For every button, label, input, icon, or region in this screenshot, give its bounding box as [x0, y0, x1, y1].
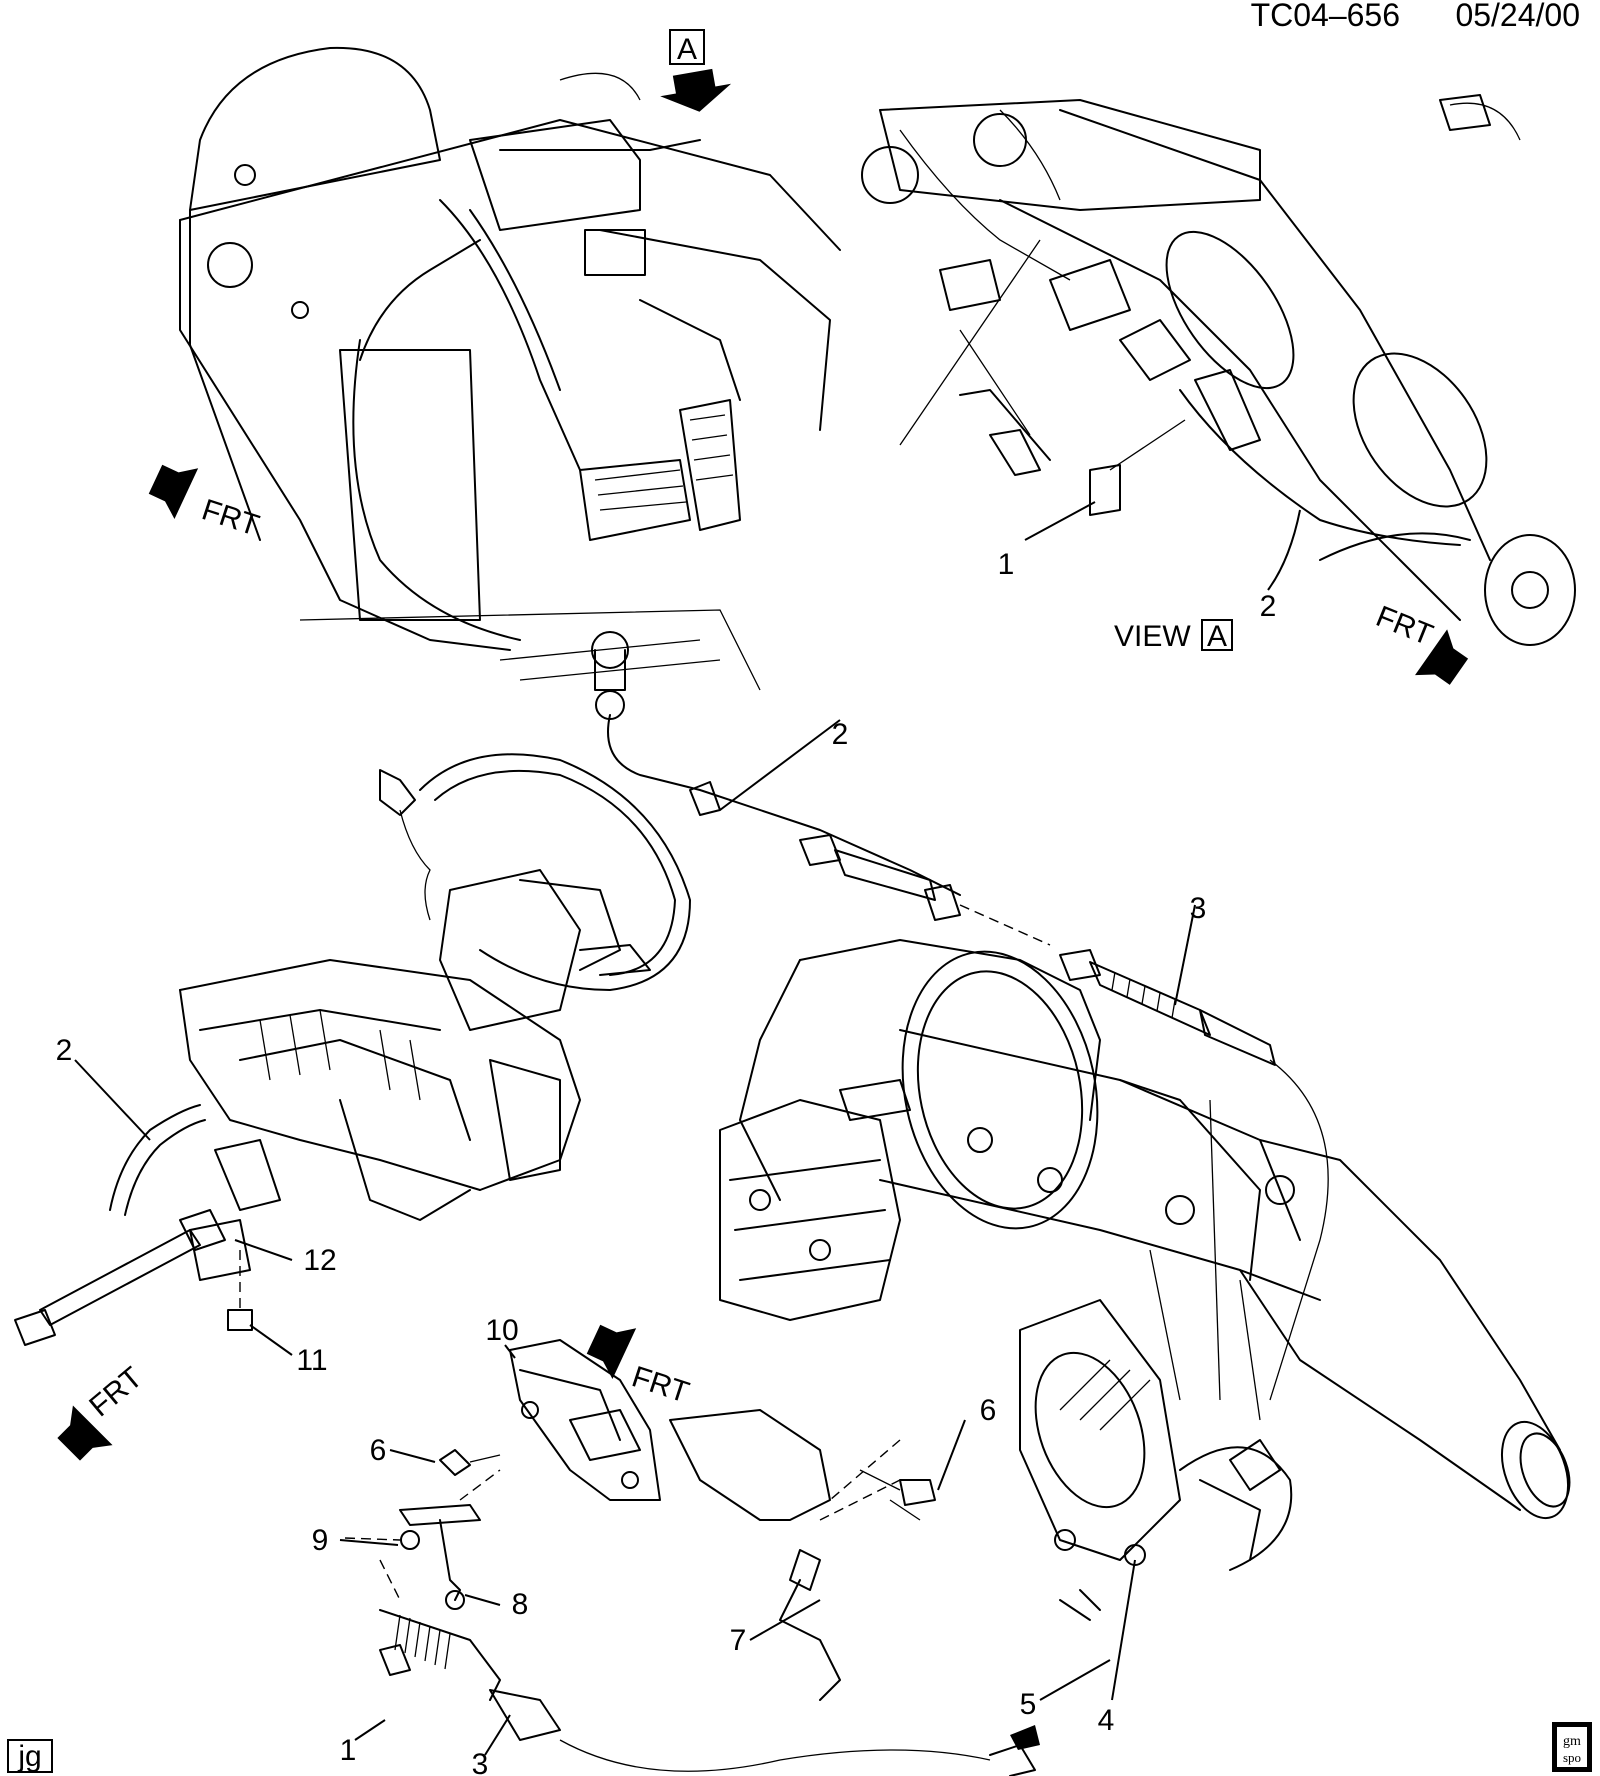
leader-1-bottom	[354, 1719, 386, 1741]
leader-4	[1111, 1559, 1136, 1701]
callout-8: 8	[512, 1588, 529, 1621]
leader-8	[464, 1594, 501, 1606]
leader-3-bottom	[484, 1714, 511, 1756]
callout-5: 5	[1020, 1688, 1037, 1721]
callout-2-mid: 2	[832, 718, 849, 751]
view-a-label: VIEW	[1114, 620, 1191, 653]
view-a-box	[1201, 619, 1233, 651]
frt-label: FRT	[628, 1360, 693, 1409]
leader-11	[249, 1324, 293, 1356]
steering-column-assembly	[14, 753, 691, 1356]
view-a-column-assembly	[861, 94, 1576, 646]
gm-spo-logo-icon: gm spo	[1552, 1722, 1592, 1772]
callout-6-right: 6	[980, 1394, 997, 1427]
leader-2-mid	[719, 719, 841, 811]
callout-11: 11	[296, 1344, 327, 1377]
callout-10: 10	[485, 1314, 518, 1347]
transmission-assembly	[719, 939, 1571, 1571]
artist-initials: jg	[17, 1740, 41, 1773]
leader-9	[339, 1539, 399, 1546]
view-marker-box	[669, 29, 705, 65]
callout-1-bottom: 1	[340, 1734, 357, 1767]
callout-3-bottom: 3	[472, 1748, 489, 1776]
view-a-marker-top: A	[660, 29, 732, 112]
frt-arrow-upper-right: FRT	[1371, 600, 1469, 685]
artist-initials-box: jg	[7, 1739, 53, 1773]
leader-6-right	[937, 1419, 966, 1491]
arrow-frt-icon	[148, 464, 199, 519]
callout-12: 12	[303, 1244, 336, 1277]
callout-2-left: 2	[56, 1034, 73, 1067]
leader-6-left	[389, 1449, 436, 1463]
arrow-frt-icon	[586, 1324, 637, 1379]
view-direction-arrow-icon	[660, 68, 732, 112]
callout-2-top: 2	[1260, 590, 1277, 623]
view-a-caption: VIEW A	[1114, 619, 1233, 653]
leader-2-top	[1267, 509, 1301, 591]
callout-9: 9	[312, 1524, 329, 1557]
frt-arrow-lower-left: FRT	[57, 1361, 149, 1461]
view-a-letter: A	[1207, 620, 1227, 653]
drawing-date: 05/24/00	[1455, 0, 1580, 33]
dash-pedal-assembly	[179, 46, 841, 720]
view-a-callout-lines	[899, 239, 1301, 591]
shift-bracket-parts	[339, 1339, 1136, 1776]
leader-2-left	[74, 1059, 151, 1141]
leader-7	[749, 1599, 821, 1641]
callout-4: 4	[1098, 1704, 1115, 1737]
callout-1-top: 1	[998, 548, 1015, 581]
leader-10	[504, 1344, 516, 1359]
drawing-id: TC04–656	[1251, 0, 1400, 33]
arrow-frt-icon	[57, 1405, 113, 1461]
logo-text-gm: gm	[1563, 1734, 1581, 1749]
frt-label: FRT	[198, 493, 263, 542]
leader-1-top	[1024, 501, 1096, 541]
leader-12	[234, 1239, 293, 1261]
arrow-frt-icon	[1415, 629, 1469, 685]
logo-text-spo: spo	[1563, 1750, 1581, 1765]
frt-arrow-middle: FRT	[586, 1324, 693, 1410]
callout-6-left: 6	[370, 1434, 387, 1467]
frt-label: FRT	[83, 1361, 148, 1423]
callout-7: 7	[730, 1624, 747, 1657]
leader-3-mid	[1174, 904, 1196, 1006]
frt-label: FRT	[1371, 600, 1437, 652]
shift-cable	[607, 714, 1329, 1401]
leader-5	[1039, 1659, 1111, 1701]
callout-3-mid: 3	[1190, 892, 1207, 925]
view-marker-letter: A	[677, 33, 697, 66]
